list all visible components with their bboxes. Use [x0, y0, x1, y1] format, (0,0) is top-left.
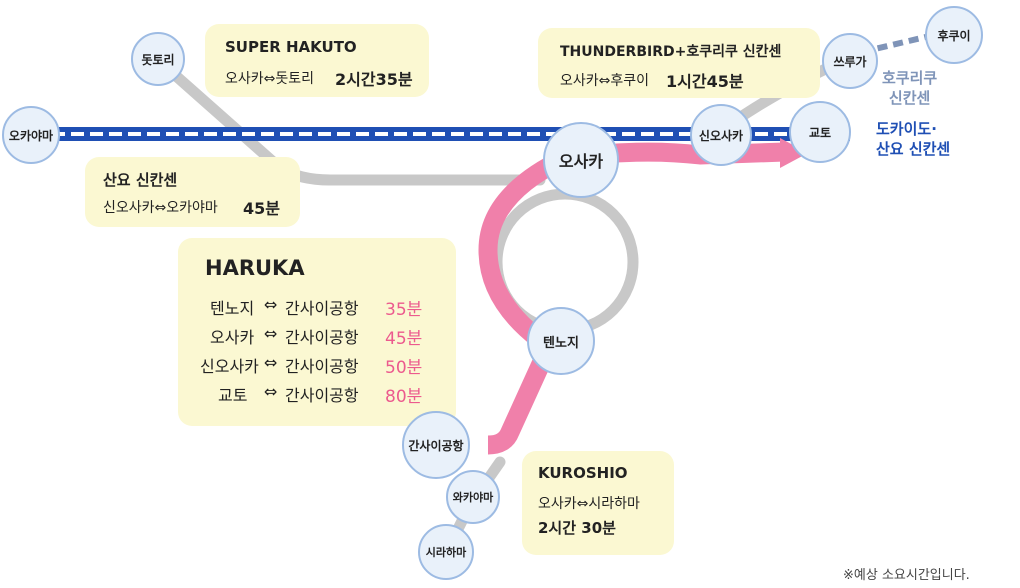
tokaido-label-line2: 산요 신칸센: [876, 140, 951, 158]
haruka-row-destination: 간사이공항: [285, 357, 359, 376]
footnote: ※예상 소요시간입니다.: [843, 568, 970, 583]
haruka-row-from: 오사카: [210, 328, 255, 347]
super-hakuto-route: 오사카⇔돗토리: [225, 71, 315, 87]
haruka-row-destination: 간사이공항: [285, 386, 359, 405]
haruka-row-arrow: ⇔: [264, 382, 278, 401]
sanyo-time: 45분: [243, 199, 280, 218]
haruka-row-destination: 간사이공항: [285, 328, 359, 347]
station-tennoji: 텐노지: [527, 307, 595, 375]
station-wakayama: 와카야마: [446, 470, 500, 524]
super-hakuto-title: SUPER HAKUTO: [225, 38, 357, 56]
super-hakuto-time: 2시간35분: [335, 70, 413, 89]
haruka-row-from: 교토: [218, 386, 248, 405]
station-osaka: 오사카: [543, 122, 619, 198]
haruka-title: HARUKA: [205, 256, 305, 280]
haruka-box: HARUKA 텐노지 ⇔ 간사이공항 35분 오사카 ⇔ 간사이공항 45분 신…: [178, 238, 456, 426]
haruka-arrowhead: [780, 138, 808, 168]
station-kansai-airport: 간사이공항: [402, 411, 470, 479]
haruka-row-from: 텐노지: [210, 299, 255, 318]
kuroshio-box: KUROSHIO 오사카⇔시라하마 2시간 30분: [522, 451, 674, 555]
haruka-row-arrow: ⇔: [264, 295, 278, 314]
sanyo-title: 산요 신칸센: [103, 171, 178, 189]
sanyo-box: 산요 신칸센 신오사카⇔오카야마 45분: [85, 157, 300, 227]
haruka-row-from: 신오사카: [200, 357, 259, 376]
super-hakuto-box: SUPER HAKUTO 오사카⇔돗토리 2시간35분: [205, 24, 429, 97]
sanyo-route: 신오사카⇔오카야마: [103, 200, 218, 216]
haruka-row-time: 45분: [385, 329, 423, 349]
kuroshio-title: KUROSHIO: [538, 464, 628, 482]
station-tsuruga: 쓰루가: [822, 33, 878, 89]
shinkansen-line: [50, 127, 850, 141]
thunderbird-box: THUNDERBIRD+호쿠리쿠 신칸센 오사카⇔후쿠이 1시간45분: [538, 28, 820, 98]
thunderbird-route: 오사카⇔후쿠이: [560, 73, 650, 89]
hokuriku-label-line2: 신칸센: [888, 89, 931, 107]
haruka-row-arrow: ⇔: [264, 353, 278, 372]
station-tottori: 돗토리: [131, 32, 185, 86]
tokaido-label-line1: 도카이도·: [876, 120, 937, 138]
station-shirahama: 시라하마: [418, 524, 474, 580]
station-okayama: 오카야마: [2, 106, 60, 164]
hokuriku-label-line1: 호쿠리쿠: [882, 69, 938, 87]
haruka-row-time: 35분: [385, 300, 423, 320]
haruka-row-destination: 간사이공항: [285, 299, 359, 318]
tokaido-sanyo-label: 도카이도· 산요 신칸센: [876, 119, 950, 159]
station-shin-osaka: 신오사카: [690, 104, 752, 166]
haruka-row-time: 50분: [385, 358, 423, 378]
thunderbird-title: THUNDERBIRD+호쿠리쿠 신칸센: [560, 44, 782, 60]
station-kyoto: 교토: [789, 101, 851, 163]
haruka-line: [478, 142, 786, 455]
station-fukui: 후쿠이: [925, 6, 983, 64]
kuroshio-time: 2시간 30분: [538, 519, 616, 537]
hokuriku-shinkansen-label: 호쿠리쿠 신칸센: [882, 68, 937, 108]
thunderbird-time: 1시간45분: [666, 72, 744, 91]
haruka-row-time: 80분: [385, 387, 423, 407]
hokuriku-shinkansen-line: [861, 33, 931, 55]
kuroshio-route: 오사카⇔시라하마: [538, 496, 640, 512]
haruka-row-arrow: ⇔: [264, 324, 278, 343]
